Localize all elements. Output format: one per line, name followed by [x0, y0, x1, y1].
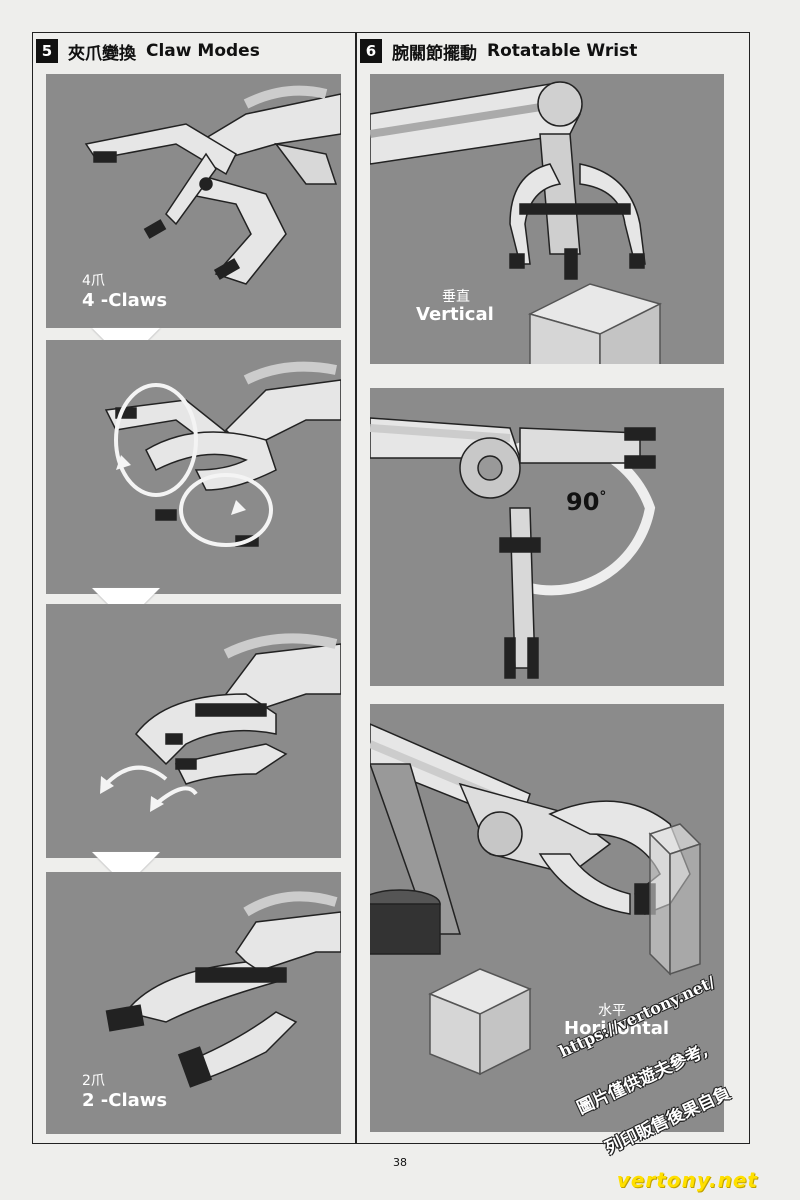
cube-icon: [527, 283, 663, 364]
step-badge-5: 5: [36, 39, 58, 63]
claw-4-illustration: [84, 85, 341, 285]
panel-2-claws-label-en: 2 -Claws: [82, 1090, 168, 1111]
panel-vertical: 垂直 Vertical: [370, 74, 724, 364]
panel-claw-transform: [46, 340, 341, 594]
angle-label: 90°: [566, 488, 607, 516]
panel-vertical-label-cn: 垂直: [442, 289, 470, 305]
section-5-title-cn: 夾爪變換: [68, 43, 136, 64]
page-number: 38: [393, 1156, 407, 1169]
panel-horizontal-label-cn: 水平: [598, 1003, 626, 1019]
wrist-vertical-illustration: [370, 81, 663, 364]
claw-fold-illustration: [100, 633, 341, 812]
panel-horizontal-label-en: Horizontal: [564, 1018, 670, 1039]
section-6-title-en: Rotatable Wrist: [487, 41, 638, 61]
section-5-title-en: Claw Modes: [146, 41, 260, 61]
panel-vertical-label-en: Vertical: [416, 304, 494, 325]
section-5-header: 5 夾爪變換 Claw Modes: [36, 38, 260, 64]
panel-horizontal: 水平 Horizontal: [370, 704, 724, 1132]
cube-icon: [428, 968, 532, 1076]
page-frame: [32, 32, 750, 1144]
panel-2-claws: 2爪 2 -Claws: [46, 872, 341, 1134]
step-badge-6: 6: [360, 39, 382, 63]
panel-4-claws-label-cn: 4爪: [82, 273, 105, 289]
panel-claw-fold: [46, 604, 341, 858]
panel-4-claws: 4爪 4 -Claws: [46, 74, 341, 328]
rotation-arrow-icon: [114, 383, 273, 547]
wrist-horizontal-illustration: [370, 723, 702, 1076]
claw-transform-illustration: [104, 361, 341, 547]
section-6-header: 6 腕關節擺動 Rotatable Wrist: [360, 38, 637, 64]
watermark-brand: vertony.net: [616, 1168, 758, 1192]
section-6-title-cn: 腕關節擺動: [392, 43, 477, 64]
wrist-rotate-illustration: [370, 417, 656, 679]
panel-4-claws-label-en: 4 -Claws: [82, 290, 168, 311]
panel-rotate-90: 90°: [370, 388, 724, 686]
panel-2-claws-label-cn: 2爪: [82, 1073, 105, 1089]
claw-2-illustration: [105, 891, 341, 1088]
column-divider: [355, 32, 357, 1144]
